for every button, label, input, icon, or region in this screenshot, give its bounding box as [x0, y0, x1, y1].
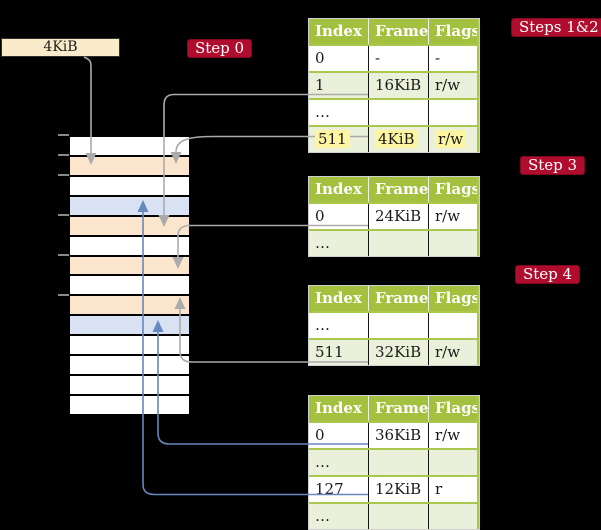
- table-cell: 511: [309, 127, 368, 152]
- table-cell: r/w: [428, 423, 477, 448]
- address-tick: [58, 174, 69, 176]
- table-cell: 1: [309, 73, 368, 98]
- table-header-cell: Frame: [368, 177, 428, 202]
- table-row: …: [309, 502, 479, 529]
- memory-page-row-blue: [70, 196, 189, 215]
- table-cell: [368, 231, 428, 256]
- table-header-cell: Flags: [428, 396, 477, 421]
- highlighted-value: r/w: [435, 130, 467, 148]
- table-header-cell: Flags: [428, 286, 477, 311]
- table-cell: …: [309, 100, 368, 125]
- table-cell: r/w: [428, 127, 477, 152]
- memory-page-row-white: [70, 236, 189, 255]
- address-tick: [58, 214, 69, 216]
- table-cell: r/w: [428, 204, 477, 229]
- highlighted-value: 4KiB: [375, 130, 418, 148]
- table-cell: r/w: [428, 340, 477, 365]
- memory-page-row-white: [70, 356, 189, 375]
- table-cell: [428, 504, 477, 529]
- page-size-box: 4KiB: [1, 38, 120, 57]
- memory-page-row-white: [70, 276, 189, 295]
- steps-1-2-label: Steps 1&2: [511, 18, 601, 37]
- table-cell: …: [309, 450, 368, 475]
- memory-page-row-white: [70, 176, 189, 195]
- table-cell: 0: [309, 423, 368, 448]
- table-cell: 32KiB: [368, 340, 428, 365]
- table-row: …: [309, 311, 479, 338]
- table-cell: [368, 100, 428, 125]
- step-4-label: Step 4: [515, 265, 581, 284]
- table-header-cell: Frame: [368, 19, 428, 44]
- table-header-cell: Flags: [428, 177, 477, 202]
- table-cell: 12KiB: [368, 477, 428, 502]
- address-tick: [58, 294, 69, 296]
- memory-page-row-white: [70, 137, 189, 155]
- table-cell: …: [309, 504, 368, 529]
- table-header-cell: Flags: [428, 19, 477, 44]
- memory-page-row-orange: [70, 296, 189, 315]
- address-tick: [58, 254, 69, 256]
- table-cell: -: [368, 46, 428, 71]
- table-header-cell: Index: [309, 177, 368, 202]
- table-cell: 0: [309, 204, 368, 229]
- table-header-cell: Frame: [368, 286, 428, 311]
- highlighted-value: 511: [315, 130, 350, 148]
- table-cell: [368, 313, 428, 338]
- table-cell: r: [428, 477, 477, 502]
- address-tick: [58, 154, 69, 156]
- table-cell: 16KiB: [368, 73, 428, 98]
- memory-page-row-orange: [70, 256, 189, 275]
- table-cell: 4KiB: [368, 127, 428, 152]
- table-row: 0--: [309, 44, 479, 71]
- table-cell: 36KiB: [368, 423, 428, 448]
- table-header-cell: Index: [309, 286, 368, 311]
- table-header-cell: Index: [309, 396, 368, 421]
- table-row: 511 4KiB r/w: [309, 125, 479, 152]
- table-cell: 0: [309, 46, 368, 71]
- table-cell: 511: [309, 340, 368, 365]
- memory-page-row-orange: [70, 216, 189, 235]
- table-cell: 24KiB: [368, 204, 428, 229]
- memory-page-row-white: [70, 336, 189, 355]
- table-cell: …: [309, 313, 368, 338]
- table-row: …: [309, 98, 479, 125]
- step-0-label: Step 0: [187, 39, 253, 58]
- memory-page-row-blue: [70, 316, 189, 335]
- table-cell: [368, 450, 428, 475]
- table-row: …: [309, 448, 479, 475]
- table-cell: 127: [309, 477, 368, 502]
- table-cell: [368, 504, 428, 529]
- table-cell: [428, 450, 477, 475]
- memory-page-row-white: [70, 395, 189, 414]
- table-row: …: [309, 229, 479, 256]
- address-tick: [58, 134, 69, 136]
- step-3-label: Step 3: [520, 156, 586, 175]
- table-cell: r/w: [428, 73, 477, 98]
- memory-page-row-white: [70, 376, 189, 394]
- table-cell: [428, 231, 477, 256]
- table-cell: …: [309, 231, 368, 256]
- memory-page-row-orange: [70, 156, 189, 175]
- table-header-cell: Index: [309, 19, 368, 44]
- table-header-cell: Frame: [368, 396, 428, 421]
- table-cell: [428, 313, 477, 338]
- table-cell: -: [428, 46, 477, 71]
- physical-memory-column: [70, 137, 189, 414]
- table-cell: [428, 100, 477, 125]
